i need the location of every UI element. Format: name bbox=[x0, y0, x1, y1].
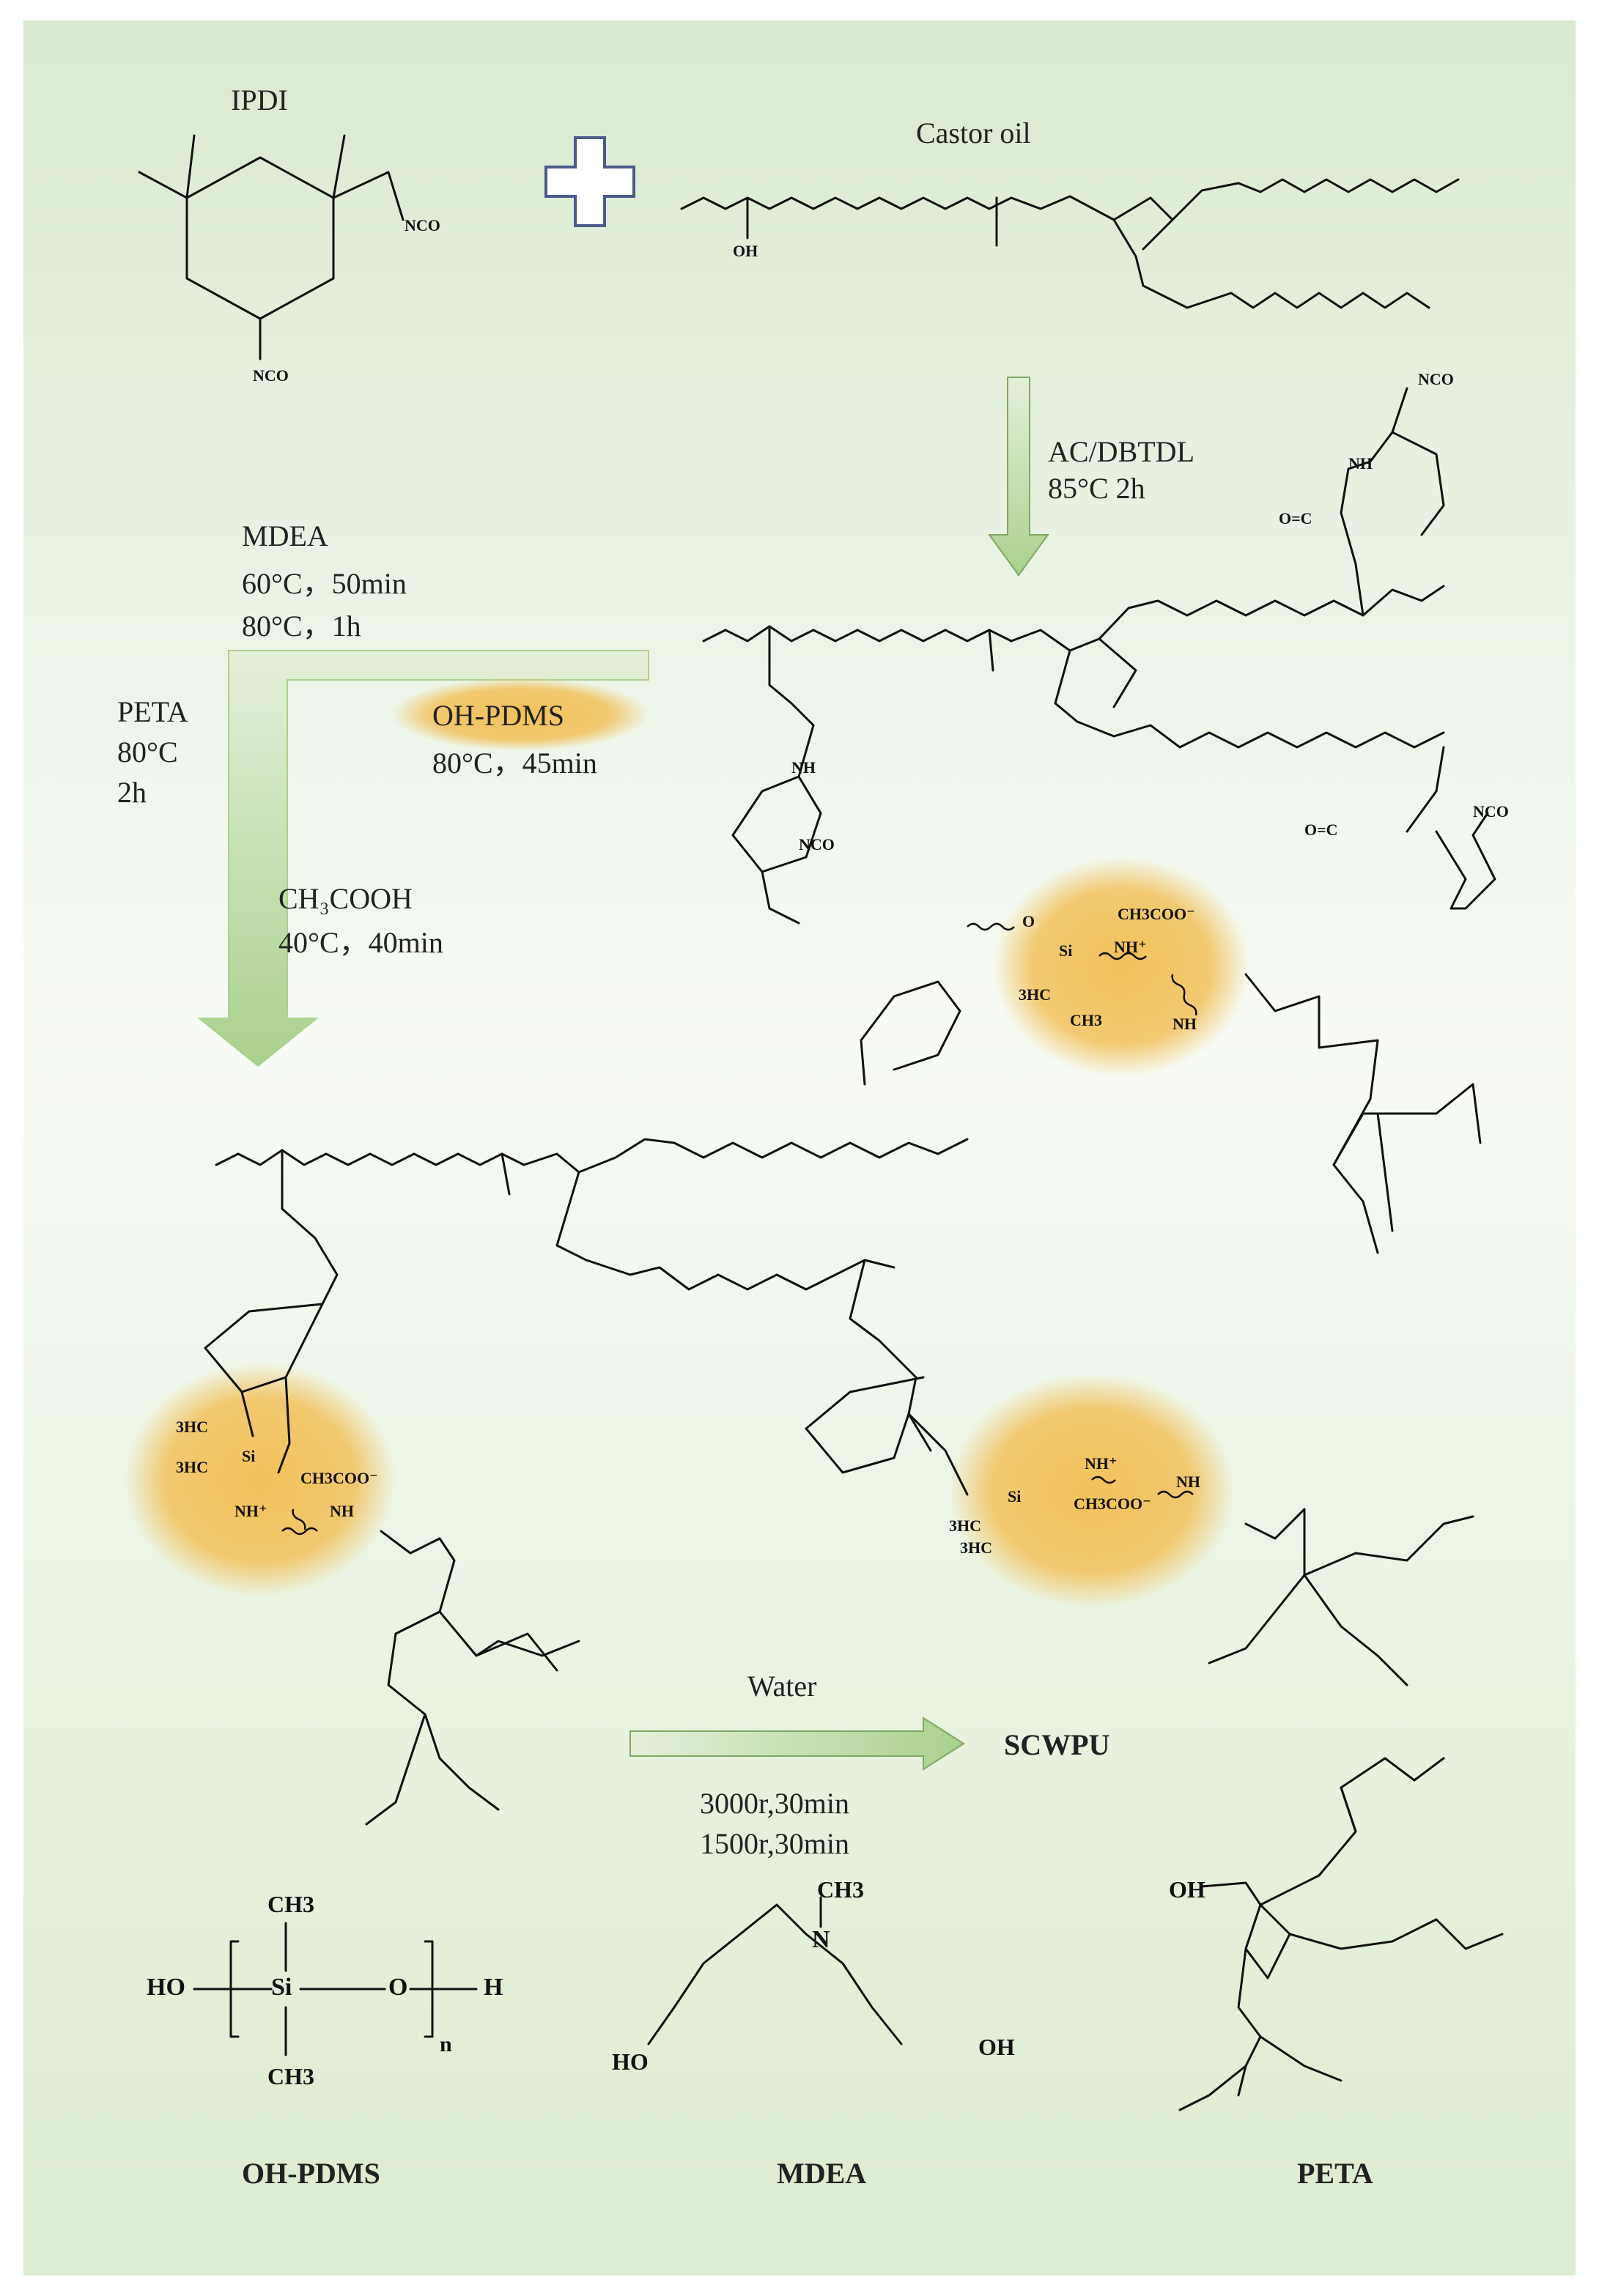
highlight-top-right bbox=[993, 857, 1249, 1077]
final-si-left: Si bbox=[242, 1447, 255, 1465]
final-methyl-a-left: 3HC bbox=[176, 1418, 208, 1436]
ipdi-nco-2: NCO bbox=[253, 366, 289, 385]
mdea-structure bbox=[647, 1896, 903, 2045]
dispersion-arrow bbox=[629, 1717, 965, 1771]
wavy-bond-3 bbox=[1171, 974, 1197, 1016]
wavy-bond-4 bbox=[292, 1508, 306, 1530]
final-acetate-top: CH3COO⁻ bbox=[1118, 905, 1195, 923]
prepolymer-nco-bottom: NCO bbox=[1473, 802, 1509, 821]
final-nh-left: NH bbox=[330, 1502, 354, 1520]
mdea-step-cond2: 80°C，1h bbox=[242, 610, 361, 642]
wavy-bond-7 bbox=[1157, 1490, 1194, 1499]
pdms-label: OH-PDMS bbox=[242, 2157, 380, 2190]
peta-structure bbox=[1178, 1757, 1504, 2111]
acid-step-cond: 40°C，40min bbox=[278, 926, 443, 959]
step1-conditions: 85°C 2h bbox=[1048, 472, 1145, 505]
final-polymer-structure bbox=[204, 973, 1482, 1826]
final-nh-top: NH bbox=[1173, 1015, 1197, 1033]
pdms-step-reagent: OH-PDMS bbox=[432, 699, 564, 732]
highlight-left bbox=[125, 1363, 396, 1597]
peta-step-reagent: PETA bbox=[117, 695, 188, 728]
dispersion-cond2: 1500r,30min bbox=[700, 1827, 849, 1860]
final-nhplus-right: NH⁺ bbox=[1085, 1454, 1118, 1473]
pdms-structure bbox=[193, 1922, 478, 2056]
final-nhplus-left: NH⁺ bbox=[235, 1502, 267, 1520]
mdea-step-reagent: MDEA bbox=[242, 519, 328, 552]
step1-catalyst: AC/DBTDL bbox=[1048, 435, 1194, 468]
peta-step-temp: 80°C bbox=[117, 736, 178, 769]
pdms-h: H bbox=[484, 1974, 503, 2001]
pdms-o: O bbox=[388, 1974, 407, 2001]
pdms-step-cond: 80°C，45min bbox=[432, 747, 597, 779]
mdea-n: N bbox=[812, 1926, 830, 1953]
final-nh-right: NH bbox=[1176, 1473, 1200, 1491]
acid-step-reagent: CH₃COOH bbox=[278, 882, 413, 915]
mdea-ch3: CH3 bbox=[817, 1876, 864, 1903]
pdms-highlight bbox=[392, 678, 649, 751]
step1-arrow bbox=[988, 377, 1049, 577]
final-si-top: Si bbox=[1059, 941, 1072, 960]
pdms-ch3-top: CH3 bbox=[267, 1891, 314, 1917]
mdea-step-cond1: 60°C，50min bbox=[242, 567, 407, 600]
peta-oh: OH bbox=[1169, 1876, 1205, 1903]
ipdi-nco-1: NCO bbox=[405, 216, 440, 234]
castor-oil-structure bbox=[680, 178, 1460, 309]
final-o-top: O bbox=[1022, 912, 1035, 930]
dispersion-cond1: 3000r,30min bbox=[700, 1787, 849, 1820]
final-methyl-a-right: 3HC bbox=[949, 1517, 981, 1535]
prepolymer-structure bbox=[702, 387, 1496, 925]
pdms-si: Si bbox=[271, 1974, 292, 2001]
wavy-bond-6 bbox=[1091, 1475, 1116, 1484]
prepolymer-oc-bottom: O=C bbox=[1304, 821, 1338, 839]
pdms-n: n bbox=[440, 2032, 452, 2056]
mdea-ho: HO bbox=[612, 2048, 649, 2075]
wavy-bond-5 bbox=[281, 1527, 318, 1536]
highlight-bottom-right bbox=[949, 1374, 1235, 1608]
final-nhplus-top: NH⁺ bbox=[1114, 938, 1147, 956]
prepolymer-nco-top: NCO bbox=[1418, 370, 1454, 388]
final-methyl-a-top: 3HC bbox=[1019, 985, 1051, 1004]
mdea-label: MDEA bbox=[777, 2157, 866, 2190]
product-label: SCWPU bbox=[1004, 1728, 1109, 1761]
plus-icon bbox=[544, 136, 635, 227]
prepolymer-nh-top: NH bbox=[1348, 454, 1373, 473]
final-acetate-left: CH3COO⁻ bbox=[300, 1469, 378, 1487]
pdms-ho: HO bbox=[147, 1974, 185, 2001]
prepolymer-nco-left: NCO bbox=[799, 835, 835, 853]
dispersion-reagent: Water bbox=[747, 1670, 817, 1703]
peta-step-time: 2h bbox=[117, 776, 147, 809]
castor-oh-1: OH bbox=[733, 242, 758, 260]
ipdi-label: IPDI bbox=[231, 84, 288, 116]
final-si-right: Si bbox=[1008, 1487, 1021, 1506]
prepolymer-nh-left: NH bbox=[791, 758, 816, 777]
final-acetate-right: CH3COO⁻ bbox=[1074, 1495, 1151, 1513]
prepolymer-oc-top: O=C bbox=[1279, 509, 1312, 527]
castor-oil-label: Castor oil bbox=[916, 116, 1031, 149]
final-methyl-b-top: CH3 bbox=[1070, 1011, 1102, 1029]
elbow-arrow bbox=[197, 650, 649, 1067]
wavy-bond-2 bbox=[1098, 952, 1147, 960]
mdea-oh: OH bbox=[978, 2034, 1015, 2060]
pdms-ch3-bottom: CH3 bbox=[267, 2063, 314, 2089]
peta-label: PETA bbox=[1297, 2157, 1373, 2190]
wavy-bond-1 bbox=[967, 922, 1015, 931]
ipdi-structure bbox=[138, 134, 405, 360]
final-methyl-b-left: 3HC bbox=[176, 1458, 208, 1476]
final-methyl-b-right: 3HC bbox=[960, 1538, 992, 1557]
